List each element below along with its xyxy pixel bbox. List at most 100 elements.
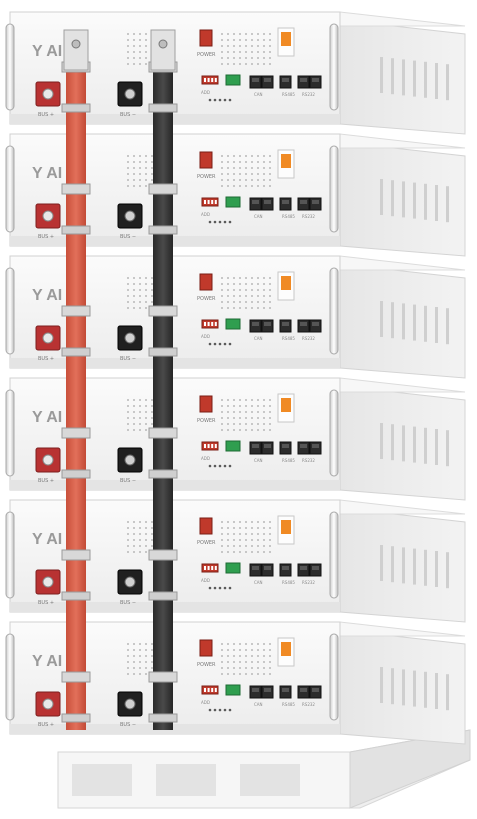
vent-hole: [139, 667, 141, 669]
vent-hole: [145, 289, 147, 291]
side-vent-slot: [424, 427, 427, 464]
vent-hole: [127, 539, 129, 541]
side-vent-slot: [413, 548, 416, 585]
negative-terminal-bolt: [124, 88, 136, 100]
right-handle: [329, 145, 339, 233]
dip-switch: [214, 688, 217, 692]
vent-hole: [257, 417, 259, 419]
vent-hole: [233, 45, 235, 47]
rj45-port-contacts: [282, 444, 289, 448]
positive-busbar-clamp: [61, 713, 91, 723]
vent-hole: [269, 521, 271, 523]
vent-hole: [269, 661, 271, 663]
status-led: [213, 220, 217, 224]
positive-terminal-label: BUS +: [38, 356, 54, 362]
vent-hole: [127, 295, 129, 297]
vent-hole: [145, 399, 147, 401]
vent-hole: [145, 57, 147, 59]
vent-hole: [245, 283, 247, 285]
vent-hole: [251, 57, 253, 59]
vent-hole: [245, 655, 247, 657]
vent-hole: [239, 429, 241, 431]
vent-hole: [133, 545, 135, 547]
dip-switch: [204, 200, 206, 204]
module-bottom-rail: [10, 358, 340, 368]
vent-hole: [127, 527, 129, 529]
vent-hole: [139, 57, 141, 59]
vent-hole: [257, 399, 259, 401]
vent-hole: [227, 405, 229, 407]
vent-hole: [139, 301, 141, 303]
negative-busbar-clamp: [148, 671, 178, 683]
vent-hole: [245, 539, 247, 541]
vent-hole: [227, 63, 229, 65]
status-led: [218, 98, 222, 102]
vent-hole: [251, 667, 253, 669]
vent-hole: [227, 283, 229, 285]
vent-hole: [139, 521, 141, 523]
vent-hole: [221, 429, 223, 431]
vent-hole: [139, 173, 141, 175]
vent-hole: [233, 423, 235, 425]
vent-hole: [139, 33, 141, 35]
vent-hole: [251, 161, 253, 163]
rj45-port-contacts: [300, 566, 307, 570]
rj45-port-contacts: [264, 566, 271, 570]
dip-switch-block: [201, 319, 219, 329]
vent-hole: [245, 423, 247, 425]
module-bottom-rail: [10, 480, 340, 490]
vent-hole: [233, 661, 235, 663]
vent-hole: [245, 161, 247, 163]
dip-switch-block: [201, 197, 219, 207]
dip-switch: [211, 78, 214, 82]
left-handle: [5, 23, 15, 111]
vent-hole: [221, 307, 223, 309]
positive-busbar-clamp: [61, 591, 91, 601]
vent-hole: [233, 301, 235, 303]
vent-hole: [221, 301, 223, 303]
vent-hole: [145, 423, 147, 425]
side-vent-slot: [435, 307, 438, 343]
vent-hole: [133, 51, 135, 53]
status-led: [218, 342, 222, 346]
vent-hole: [257, 521, 259, 523]
vent-hole: [263, 551, 265, 553]
positive-busbar-clamp: [61, 183, 91, 195]
vent-hole: [227, 655, 229, 657]
power-label: POWER: [197, 418, 216, 424]
vent-hole: [233, 551, 235, 553]
port-label: RS485: [282, 458, 295, 463]
status-led: [213, 708, 217, 712]
vent-hole: [139, 405, 141, 407]
vent-hole: [221, 39, 223, 41]
vent-hole: [251, 63, 253, 65]
vent-hole: [139, 551, 141, 553]
positive-busbar-clamp: [61, 225, 91, 235]
positive-terminal-bolt: [42, 88, 54, 100]
busbar-clamps: [61, 29, 178, 723]
vent-hole: [239, 173, 241, 175]
vent-hole: [145, 673, 147, 675]
vent-hole: [151, 161, 153, 163]
vent-hole: [145, 661, 147, 663]
vent-hole: [127, 155, 129, 157]
port-label: RS232: [302, 458, 315, 463]
vent-hole: [233, 411, 235, 413]
vent-hole: [239, 277, 241, 279]
vent-hole: [133, 417, 135, 419]
vent-hole: [221, 649, 223, 651]
vent-hole: [233, 673, 235, 675]
dip-switch-label: ADD: [201, 456, 210, 461]
vent-hole: [257, 45, 259, 47]
vent-hole: [251, 539, 253, 541]
status-led: [228, 708, 232, 712]
vent-hole: [133, 661, 135, 663]
vent-hole: [139, 411, 141, 413]
side-vent-slot: [391, 302, 394, 339]
power-label: POWER: [197, 540, 216, 546]
right-handle: [329, 633, 339, 721]
vent-hole: [133, 551, 135, 553]
port-label: CAN: [254, 458, 263, 463]
vent-hole: [227, 307, 229, 309]
positive-busbar: [66, 66, 86, 730]
